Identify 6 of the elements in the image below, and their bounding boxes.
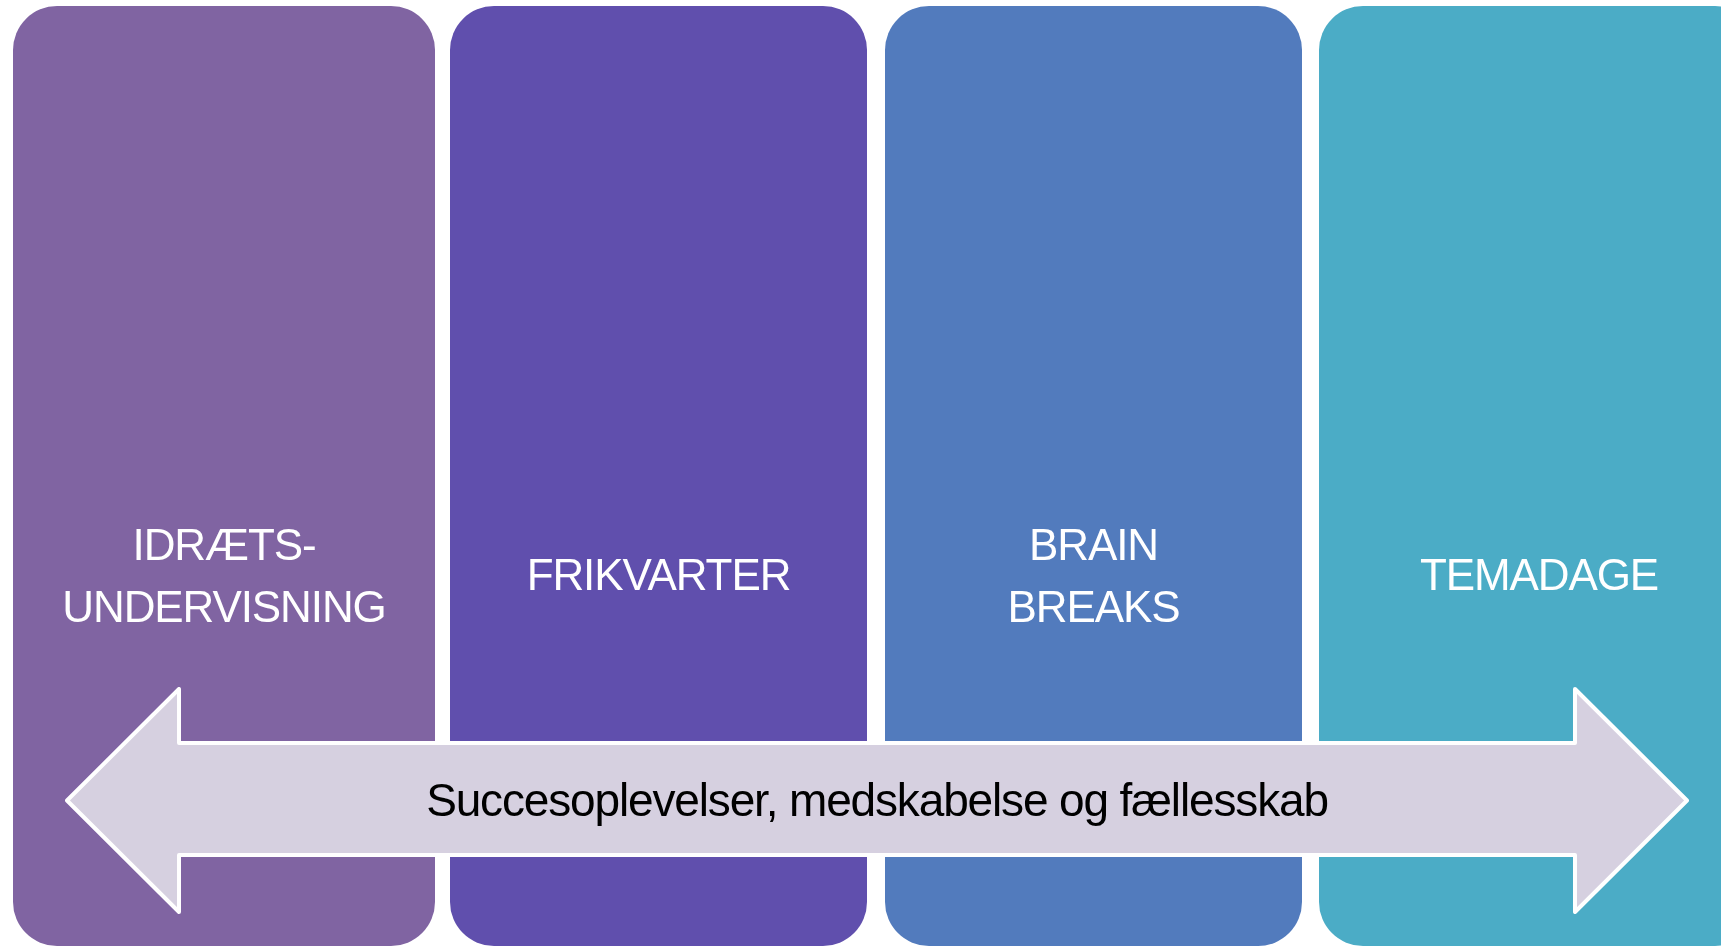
column-title: FRIKVARTER: [525, 549, 792, 602]
column-title: BRAIN BREAKS: [1006, 519, 1181, 633]
arrow-label: Succesoplevelser, medskabelse og fællesskab: [426, 773, 1328, 828]
column-title: IDRÆTS- UNDERVISNING: [61, 519, 387, 633]
column-title: TEMADAGE: [1418, 549, 1660, 602]
double-arrow-banner: [65, 687, 1689, 914]
